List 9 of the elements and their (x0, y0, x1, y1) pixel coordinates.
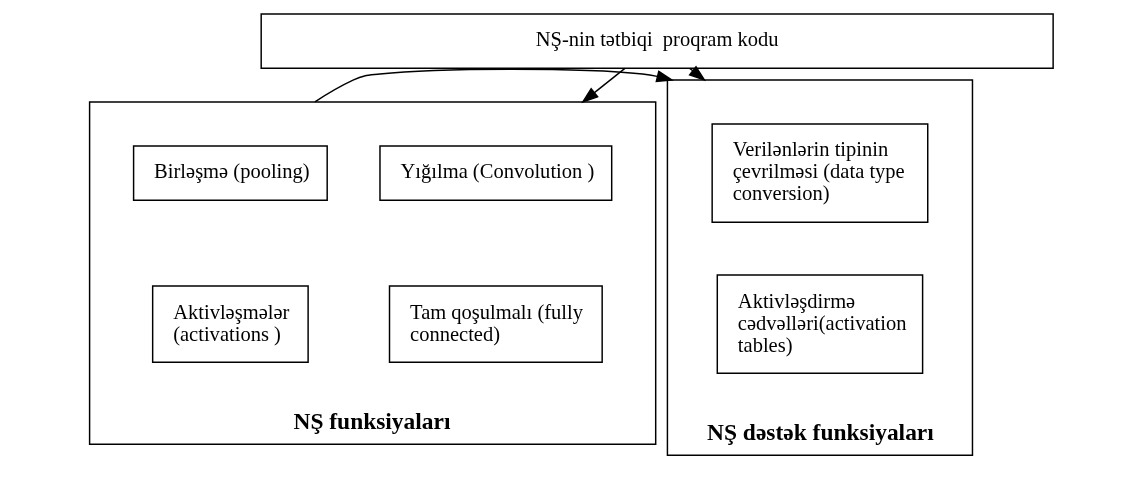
node-box: Yığılma (Convolution ) (379, 145, 613, 201)
node-box: Verilənlərin tipinin çevrilməsi (data type conversion) (711, 123, 929, 223)
node-box: NŞ-nin tətbiqi proqram kodu (260, 13, 1054, 69)
arrow (581, 67, 626, 104)
node-box: Birləşmə (pooling) (132, 145, 328, 201)
node-box: Tam qoşulmalı (fully connected) (388, 285, 603, 363)
node-box: Aktivləşdirmə cədvəlləri(activation tables) (716, 274, 924, 374)
node-box: Aktivləşmələr (activations ) (151, 285, 309, 363)
arrow (314, 68, 674, 103)
